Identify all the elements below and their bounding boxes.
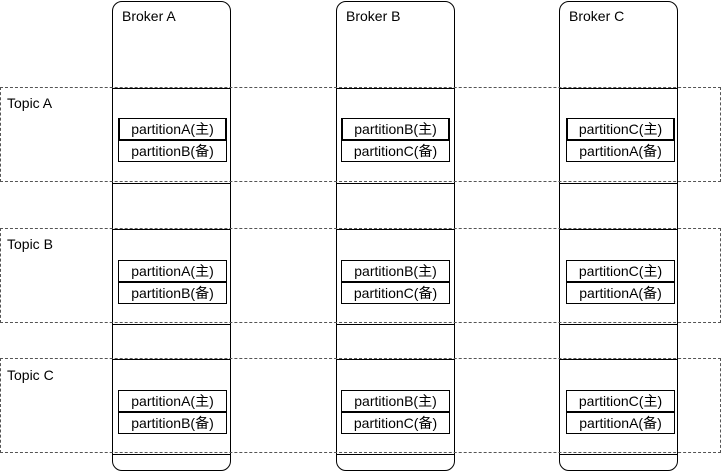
partition-group: partitionC(主) partitionA(备) [566, 390, 675, 434]
broker-label: Broker B [346, 8, 401, 24]
band-divider [337, 359, 454, 360]
band-divider [560, 454, 677, 455]
band-divider [560, 88, 677, 89]
band-divider [113, 183, 230, 184]
primary-partition: partitionC(主) [566, 390, 675, 412]
backup-partition: partitionB(备) [118, 282, 227, 304]
band-divider [337, 324, 454, 325]
backup-partition: partitionB(备) [118, 412, 227, 434]
primary-partition: partitionA(主) [118, 118, 227, 140]
band-divider [113, 359, 230, 360]
primary-partition: partitionC(主) [566, 260, 675, 282]
topic-label-a: Topic A [7, 95, 53, 111]
broker-label: Broker A [122, 8, 176, 24]
backup-partition: partitionA(备) [566, 282, 675, 304]
topic-label-b: Topic B [7, 236, 53, 252]
band-divider [113, 324, 230, 325]
primary-partition: partitionB(主) [341, 118, 450, 140]
primary-partition: partitionA(主) [118, 260, 227, 282]
partition-group: partitionB(主) partitionC(备) [341, 118, 450, 162]
backup-partition: partitionC(备) [341, 412, 450, 434]
band-divider [113, 454, 230, 455]
backup-partition: partitionC(备) [341, 282, 450, 304]
partition-group: partitionB(主) partitionC(备) [341, 260, 450, 304]
partition-group: partitionB(主) partitionC(备) [341, 390, 450, 434]
primary-partition: partitionC(主) [566, 118, 675, 140]
band-divider [560, 359, 677, 360]
primary-partition: partitionB(主) [341, 260, 450, 282]
partition-group: partitionA(主) partitionB(备) [118, 390, 227, 434]
band-divider [560, 324, 677, 325]
band-divider [113, 229, 230, 230]
broker-label: Broker C [569, 8, 625, 24]
backup-partition: partitionA(备) [566, 140, 675, 162]
band-divider [337, 454, 454, 455]
backup-partition: partitionC(备) [341, 140, 450, 162]
band-divider [337, 183, 454, 184]
band-divider [560, 183, 677, 184]
partition-group: partitionA(主) partitionB(备) [118, 118, 227, 162]
partition-group: partitionC(主) partitionA(备) [566, 118, 675, 162]
band-divider [337, 88, 454, 89]
partition-group: partitionA(主) partitionB(备) [118, 260, 227, 304]
backup-partition: partitionA(备) [566, 412, 675, 434]
primary-partition: partitionA(主) [118, 390, 227, 412]
band-divider [113, 88, 230, 89]
partition-group: partitionC(主) partitionA(备) [566, 260, 675, 304]
primary-partition: partitionB(主) [341, 390, 450, 412]
backup-partition: partitionB(备) [118, 140, 227, 162]
topic-label-c: Topic C [7, 367, 54, 383]
band-divider [337, 229, 454, 230]
band-divider [560, 229, 677, 230]
